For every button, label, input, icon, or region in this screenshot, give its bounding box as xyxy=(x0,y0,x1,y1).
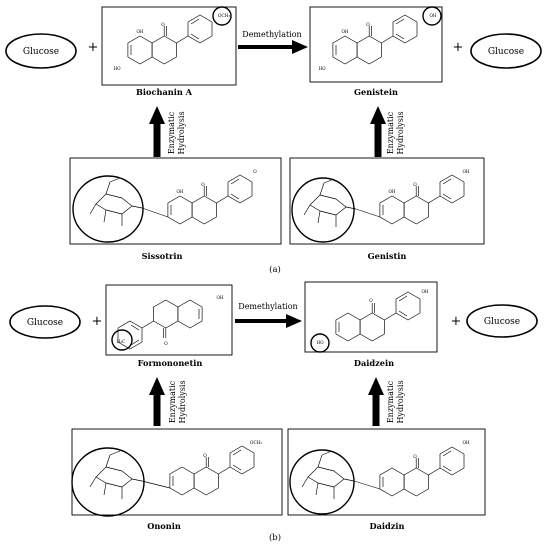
glucose-ellipse-b-left xyxy=(9,305,81,339)
glucose-circle-icon xyxy=(291,177,355,243)
hydrolysis-label-b-left-1: Enzymatic xyxy=(168,380,177,423)
panel-label-b: (b) xyxy=(269,532,281,543)
svg-text:OH: OH xyxy=(136,29,143,34)
glucose-circle-icon xyxy=(289,449,355,515)
hydroxy-circle-icon xyxy=(422,6,442,26)
svg-text:O: O xyxy=(369,298,373,303)
glucose-ellipse-a-right xyxy=(470,33,542,69)
hydrolysis-arrow-b-right xyxy=(368,377,384,426)
hydrolysis-arrow-a-left xyxy=(149,106,165,157)
svg-text:O: O xyxy=(164,341,168,346)
label-genistin-a: Genistin xyxy=(368,251,407,261)
hydrolysis-label-a-left-1: Enzymatic xyxy=(167,111,176,154)
svg-text:HO: HO xyxy=(318,66,326,71)
hydrolysis-arrow-b-left xyxy=(149,377,165,426)
svg-text:O: O xyxy=(201,182,205,187)
svg-text:O: O xyxy=(161,22,165,27)
svg-text:OH: OH xyxy=(216,295,223,300)
glucose-label-b-right: Glucose xyxy=(484,317,520,327)
plus-sign-a-right: + xyxy=(453,40,464,55)
box-biochanin-a: OCH₃ OH HO O xyxy=(101,6,237,86)
demethylation-arrow-b xyxy=(235,314,302,328)
demethylation-arrow-a xyxy=(238,40,308,54)
box-genistin-a: OH O OH xyxy=(289,157,485,245)
box-sissotrin-a: OH O O xyxy=(69,157,282,245)
glucose-label-b-left: Glucose xyxy=(27,318,63,328)
box-daidzin-b: O OH xyxy=(287,428,486,516)
svg-text:O: O xyxy=(413,454,417,459)
plus-sign-a-left: + xyxy=(88,40,99,55)
label-sissotrin-a: Sissotrin xyxy=(142,251,183,261)
label-biochanin-a: Biochanin A xyxy=(136,87,193,97)
methoxy-circle-icon xyxy=(212,6,232,26)
hydrolysis-label-b-right-2: Hydrolysis xyxy=(396,380,405,423)
svg-text:HO: HO xyxy=(316,340,324,345)
svg-text:OCH₃: OCH₃ xyxy=(250,440,262,445)
hydrolysis-label-b-right-1: Enzymatic xyxy=(386,380,395,423)
box-genistein-a: OH OH HO O xyxy=(309,6,443,83)
demethylation-label-b: Demethylation xyxy=(238,302,297,311)
label-daidzin-b: Daidzin xyxy=(370,521,405,531)
svg-text:HO: HO xyxy=(113,66,121,71)
hydrolysis-arrow-a-right xyxy=(370,106,386,157)
demethylation-label-a: Demethylation xyxy=(242,30,301,39)
svg-text:OH: OH xyxy=(462,440,469,445)
panel-label-a: (a) xyxy=(269,264,281,275)
methoxy-circle-icon xyxy=(111,329,133,351)
svg-text:O: O xyxy=(413,182,417,187)
svg-text:OH: OH xyxy=(462,169,469,174)
hydrolysis-label-b-left-2: Hydrolysis xyxy=(178,380,187,423)
glucose-label-a-left: Glucose xyxy=(23,47,59,57)
svg-text:OH: OH xyxy=(421,289,428,294)
svg-text:H₃C: H₃C xyxy=(117,339,126,344)
glucose-label-a-right: Glucose xyxy=(488,47,524,57)
label-formononetin-b: Formononetin xyxy=(138,358,203,368)
hydrolysis-label-a-left-2: Hydrolysis xyxy=(177,111,186,154)
label-ononin-b: Ononin xyxy=(147,521,181,531)
hydrolysis-label-a-right-2: Hydrolysis xyxy=(396,111,405,154)
svg-text:O: O xyxy=(366,22,370,27)
glucose-circle-icon xyxy=(72,175,144,243)
glucose-ellipse-a-left xyxy=(5,33,77,69)
plus-sign-b-right: + xyxy=(451,314,462,329)
panel-b: Glucose + H₃C OH O Formononetin Demethyl… xyxy=(9,281,538,543)
svg-text:OH: OH xyxy=(176,189,183,194)
panel-a: Glucose + OCH₃ OH HO O Biochanin A Demet… xyxy=(5,6,542,275)
svg-text:O: O xyxy=(203,453,207,458)
glucose-ellipse-b-right xyxy=(466,304,538,338)
box-ononin-b: O OCH₃ xyxy=(71,428,283,517)
svg-text:OH: OH xyxy=(341,29,348,34)
svg-text:OH: OH xyxy=(388,189,395,194)
box-daidzein-b: HO O OH xyxy=(304,281,438,353)
hydroxy-circle-icon xyxy=(310,333,330,353)
plus-sign-b-left: + xyxy=(92,314,103,329)
svg-text:O: O xyxy=(253,169,257,174)
svg-text:OH: OH xyxy=(429,13,436,18)
hydrolysis-label-a-right-1: Enzymatic xyxy=(386,111,395,154)
box-formononetin-b: H₃C OH O xyxy=(105,284,233,356)
label-genistein-a: Genistein xyxy=(354,87,398,97)
svg-text:OCH₃: OCH₃ xyxy=(218,13,230,18)
label-daidzein-b: Daidzein xyxy=(354,358,394,368)
glucose-circle-icon xyxy=(71,447,145,517)
